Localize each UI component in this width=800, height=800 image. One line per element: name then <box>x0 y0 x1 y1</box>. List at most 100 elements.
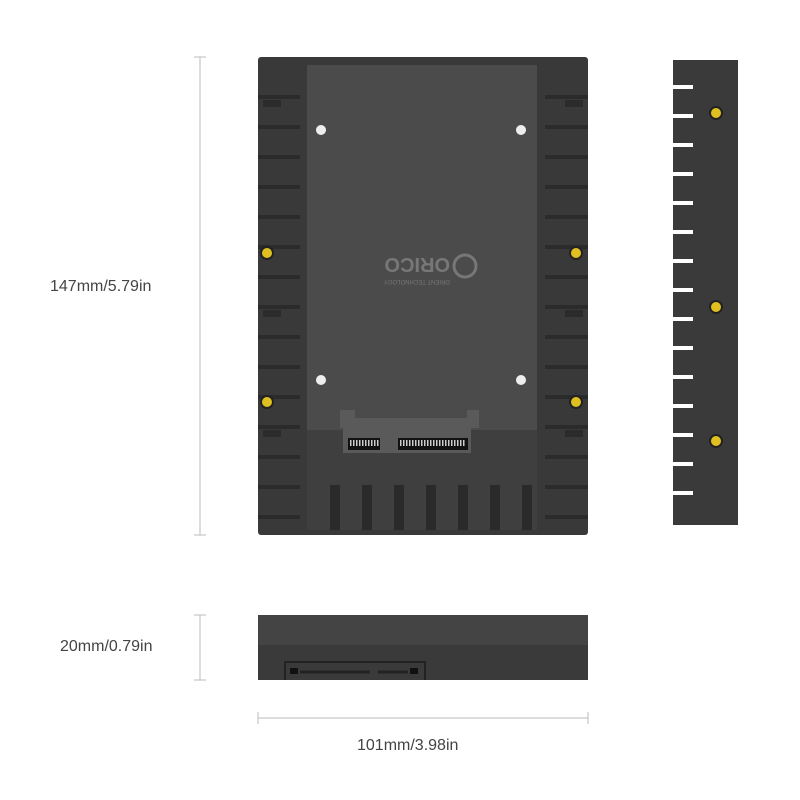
pin <box>454 440 456 446</box>
side-fin <box>673 346 693 350</box>
mounting-plate <box>307 65 537 430</box>
pin <box>463 440 465 446</box>
fin <box>258 155 300 159</box>
screw-icon <box>260 395 274 409</box>
pin <box>353 440 355 446</box>
side-fin <box>673 404 693 408</box>
fin <box>545 485 588 489</box>
fin <box>545 335 588 339</box>
fin <box>258 365 300 369</box>
sata-connector <box>340 410 479 453</box>
bottom-slot <box>426 485 436 530</box>
side-view <box>673 60 738 525</box>
side-fin <box>673 85 693 89</box>
hole-icon <box>516 375 526 385</box>
slot <box>263 430 281 437</box>
fin <box>258 455 300 459</box>
svg-text:ORIENT TECHNOLOGY: ORIENT TECHNOLOGY <box>384 278 450 284</box>
pin <box>418 440 420 446</box>
pin <box>371 440 373 446</box>
fin <box>258 215 300 219</box>
hole-icon <box>316 375 326 385</box>
screw-icon <box>709 300 723 314</box>
side-fin <box>673 317 693 321</box>
fin <box>258 95 300 99</box>
slot <box>565 310 583 317</box>
screw-holes <box>260 246 583 409</box>
side-fin <box>673 172 693 176</box>
fin <box>545 395 588 399</box>
pin <box>415 440 417 446</box>
fin <box>258 425 300 429</box>
side-fin <box>673 143 693 147</box>
slot <box>263 100 281 107</box>
bottom-slot <box>330 485 340 530</box>
bottom-slot <box>490 485 500 530</box>
pin <box>451 440 453 446</box>
pin <box>436 440 438 446</box>
side-fin <box>673 259 693 263</box>
hole-icon <box>316 125 326 135</box>
bottom-view <box>258 615 588 680</box>
side-fin <box>673 462 693 466</box>
front-view: ORICO ORIENT TECHNOLOGY <box>258 57 588 535</box>
pin <box>430 440 432 446</box>
pin <box>374 440 376 446</box>
side-fin <box>673 114 693 118</box>
fin <box>545 455 588 459</box>
fin <box>545 95 588 99</box>
pin <box>359 440 361 446</box>
dimension-lines <box>194 56 589 724</box>
fin <box>258 245 300 249</box>
fin <box>258 185 300 189</box>
pin <box>427 440 429 446</box>
pin <box>409 440 411 446</box>
pin <box>442 440 444 446</box>
fin <box>258 335 300 339</box>
pin <box>406 440 408 446</box>
fin <box>545 245 588 249</box>
hole-icon <box>516 125 526 135</box>
fin <box>258 275 300 279</box>
slot <box>565 100 583 107</box>
fin <box>258 485 300 489</box>
fin <box>258 395 300 399</box>
pin <box>362 440 364 446</box>
screw-icon <box>569 246 583 260</box>
fin <box>545 185 588 189</box>
fin <box>545 515 588 519</box>
pin <box>350 440 352 446</box>
slot <box>565 430 583 437</box>
fin <box>545 155 588 159</box>
side-fin <box>673 433 693 437</box>
side-fin <box>673 375 693 379</box>
pin <box>424 440 426 446</box>
fin <box>545 125 588 129</box>
width-dimension-label: 101mm/3.98in <box>357 737 459 754</box>
pin <box>421 440 423 446</box>
fin <box>545 215 588 219</box>
fin <box>545 305 588 309</box>
pin <box>457 440 459 446</box>
pin <box>433 440 435 446</box>
pin <box>403 440 405 446</box>
bottom-slot <box>458 485 468 530</box>
pin <box>356 440 358 446</box>
fin <box>545 425 588 429</box>
pin <box>460 440 462 446</box>
pin <box>448 440 450 446</box>
svg-text:ORICO: ORICO <box>384 253 450 275</box>
fin <box>258 305 300 309</box>
fin <box>258 515 300 519</box>
bottom-slot <box>362 485 372 530</box>
pin <box>368 440 370 446</box>
pin <box>445 440 447 446</box>
fin <box>545 365 588 369</box>
screw-icon <box>569 395 583 409</box>
side-fin <box>673 230 693 234</box>
screw-icon <box>709 106 723 120</box>
orico-logo: ORICO ORIENT TECHNOLOGY <box>384 253 478 284</box>
side-fin <box>673 491 693 495</box>
fin <box>258 125 300 129</box>
